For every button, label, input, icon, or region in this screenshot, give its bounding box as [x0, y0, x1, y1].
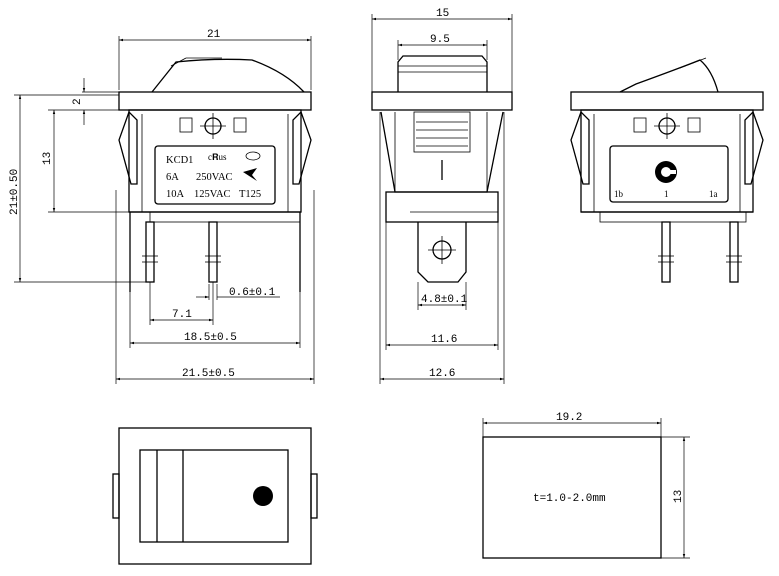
cutout-rect [482, 436, 662, 559]
right-latch [292, 110, 312, 185]
dim-body-height: 13 [42, 152, 54, 165]
panel-thickness-note: t=1.0-2.0mm [533, 493, 606, 505]
on-indicator-dot-icon [253, 486, 273, 506]
dim-front-top-width: 21 [207, 29, 221, 41]
plan-rocker [139, 449, 289, 543]
label-row3-left: 10A [166, 189, 185, 200]
dim-pin-span: 18.5±0.5 [184, 332, 237, 344]
label-model: KCD1 [166, 155, 193, 166]
plan-view [112, 427, 318, 565]
cqc-logo-icon [245, 151, 261, 161]
dim-pin-width: 0.6±0.1 [229, 287, 276, 299]
back-label-plate [609, 145, 729, 203]
dim-cutout-width: 19.2 [556, 412, 582, 424]
back-view: 1b 1 1a [570, 57, 764, 283]
side-bezel [371, 91, 513, 111]
front-view: 21 KCD1 c𝐑us 6A 250VAC 10A 125VAC T125 [9, 29, 315, 384]
panel-cutout: 19.2 13 t=1.0-2.0mm [482, 412, 690, 559]
label-cert-mark: c𝐑us [208, 152, 227, 162]
dim-total-height: 21±0.50 [9, 169, 21, 215]
terminal-label-1a: 1a [709, 189, 718, 199]
dim-pin-pitch: 7.1 [172, 309, 192, 321]
terminal-label-1: 1 [664, 189, 669, 199]
terminal-label-1b: 1b [614, 189, 624, 199]
side-terminal [417, 222, 467, 283]
side-rocker [397, 55, 488, 92]
rating-label-plate [154, 145, 276, 205]
dim-terminal-width: 4.8±0.1 [421, 294, 468, 306]
dim-overall-width: 21.5±0.5 [182, 368, 235, 380]
rocker-cap [151, 58, 305, 93]
back-rocker [619, 59, 719, 93]
left-latch [118, 110, 138, 185]
plan-bezel [118, 427, 312, 565]
dim-rocker-offset: 2 [72, 98, 84, 105]
side-view: 15 9.5 4.8±0.1 11.6 [371, 8, 513, 384]
label-row3-right: T125 [239, 189, 261, 200]
label-row3-mid: 125VAC [194, 189, 231, 200]
label-row2-left: 6A [166, 172, 179, 183]
front-pins [129, 212, 301, 292]
back-bezel [570, 91, 764, 111]
dim-side-overall-width: 12.6 [429, 368, 455, 380]
dim-cutout-height: 13 [673, 490, 685, 503]
dim-side-inner-width: 9.5 [430, 34, 450, 46]
dim-side-top-width: 15 [436, 8, 449, 20]
front-bezel [118, 91, 312, 111]
dim-side-body-width: 11.6 [431, 334, 457, 346]
k-mark-icon [243, 168, 257, 181]
label-row2-right: 250VAC [196, 172, 233, 183]
